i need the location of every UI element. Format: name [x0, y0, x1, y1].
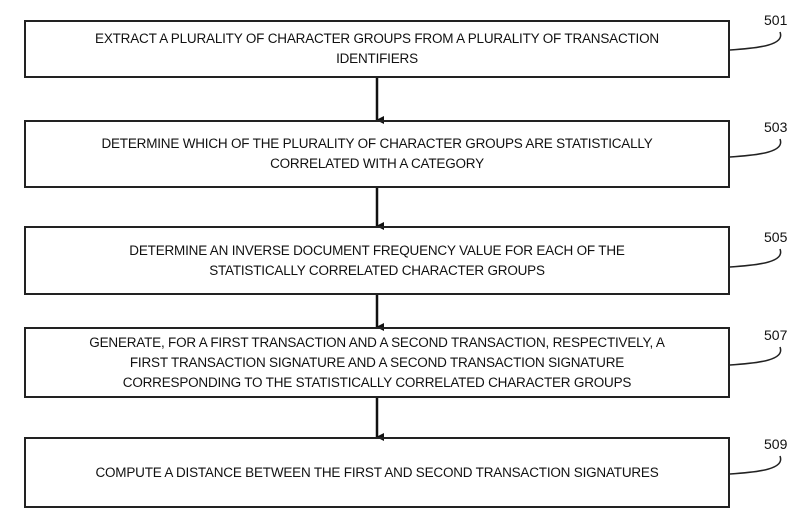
step-text: GENERATE, FOR A FIRST TRANSACTION AND A …	[89, 334, 665, 390]
step-text: DETERMINE AN INVERSE DOCUMENT FREQUENCY …	[129, 242, 625, 278]
leader-503	[729, 138, 782, 158]
ref-label-503: 503	[764, 119, 788, 135]
leader-505	[729, 248, 782, 268]
leader-501	[729, 31, 782, 51]
step-text: DETERMINE WHICH OF THE PLURALITY OF CHAR…	[101, 136, 653, 171]
step-box-507: GENERATE, FOR A FIRST TRANSACTION AND A …	[24, 327, 730, 398]
step-box-509: COMPUTE A DISTANCE BETWEEN THE FIRST AND…	[24, 437, 730, 508]
ref-label-507: 507	[764, 327, 788, 343]
step-box-501: EXTRACT A PLURALITY OF CHARACTER GROUPS …	[24, 20, 730, 78]
leader-509	[729, 455, 782, 475]
step-text: EXTRACT A PLURALITY OF CHARACTER GROUPS …	[95, 31, 659, 66]
ref-label-501: 501	[764, 12, 788, 28]
step-box-503: DETERMINE WHICH OF THE PLURALITY OF CHAR…	[24, 120, 730, 188]
ref-label-505: 505	[764, 229, 788, 245]
leader-507	[729, 346, 782, 366]
step-box-505: DETERMINE AN INVERSE DOCUMENT FREQUENCY …	[24, 226, 730, 295]
ref-label-509: 509	[764, 436, 788, 452]
step-text: COMPUTE A DISTANCE BETWEEN THE FIRST AND…	[95, 464, 659, 480]
